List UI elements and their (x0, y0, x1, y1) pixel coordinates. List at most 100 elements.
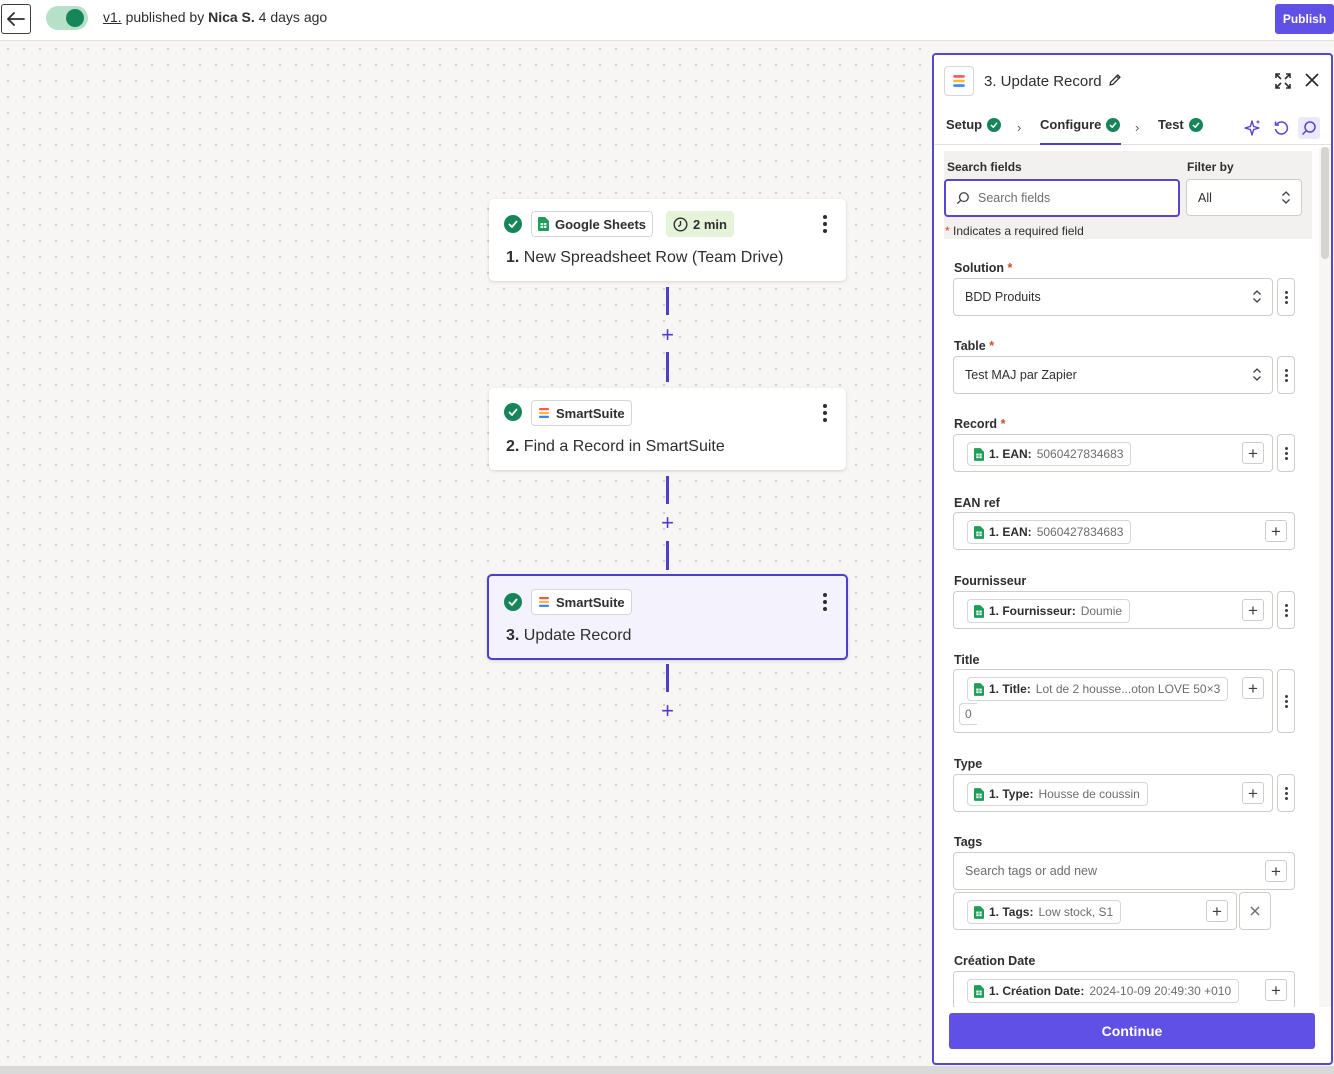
panel-scrollbar[interactable] (1319, 147, 1331, 1007)
ean-ref-field[interactable]: 1. EAN:5060427834683 + (953, 512, 1295, 550)
step-number: 3. (506, 627, 520, 644)
field-options-icon[interactable] (1277, 278, 1295, 316)
field-options-icon[interactable] (1277, 669, 1295, 733)
connector-line (666, 476, 669, 504)
step-name: Update Record (523, 627, 632, 644)
field-options-icon[interactable] (1277, 356, 1295, 394)
insert-data-plus-icon[interactable]: + (1242, 677, 1264, 699)
mapped-value-token[interactable]: 1. Fournisseur:Doumie (967, 599, 1131, 623)
mapped-value-token[interactable]: 1. Création Date:2024-10-09 20:49:30 +01… (967, 979, 1240, 1003)
remove-tag-button[interactable] (1239, 892, 1271, 930)
google-sheets-icon (974, 682, 984, 696)
insert-data-plus-icon[interactable]: + (1242, 599, 1264, 621)
publish-button[interactable]: Publish (1275, 4, 1334, 34)
top-bar: v1. published by Nica S. 4 days ago Publ… (0, 0, 1334, 41)
insert-data-plus-icon[interactable]: + (1265, 979, 1287, 1001)
check-circle-icon (987, 118, 1002, 132)
workflow-canvas[interactable]: Google Sheets 2 min 1. New Spreadsheet R… (0, 41, 932, 1066)
solution-select[interactable]: BDD Produits (953, 278, 1273, 316)
tab-configure[interactable]: Configure (1040, 117, 1121, 145)
search-fields-label: Search fields (947, 160, 1022, 174)
mapped-value-token[interactable]: 1. EAN:5060427834683 (967, 442, 1132, 466)
scrollbar-thumb[interactable] (1321, 147, 1329, 259)
updown-chevron-icon (1253, 368, 1261, 381)
table-value: Test MAJ par Zapier (965, 368, 1077, 382)
connector-line (666, 352, 669, 382)
creation-date-label: Création Date (954, 954, 1036, 968)
mapped-value-token[interactable]: 1. Title:Lot de 2 housse...oton LOVE 50×… (967, 677, 1229, 701)
step-menu-icon[interactable] (820, 402, 830, 424)
type-field[interactable]: 1. Type:Housse de coussin + (953, 774, 1273, 812)
step-editor-panel: 3. Update Record Setup › Configure › Tes… (932, 53, 1333, 1065)
field-options-icon[interactable] (1277, 434, 1295, 472)
google-sheets-icon (974, 525, 984, 539)
required-note: * Indicates a required field (945, 224, 1084, 238)
insert-data-plus-icon[interactable]: + (1265, 520, 1287, 542)
ai-sparkle-icon[interactable] (1242, 117, 1264, 139)
arrow-left-icon (7, 12, 25, 26)
app-badge-smartsuite: SmartSuite (531, 589, 632, 615)
record-label: Record * (954, 417, 1006, 431)
smartsuite-icon (944, 66, 974, 96)
add-step-plus-icon[interactable]: + (661, 321, 674, 347)
token-wrap-text: 0 (959, 703, 977, 725)
step-name: New Spreadsheet Row (Team Drive) (523, 249, 784, 266)
google-sheets-icon (974, 905, 984, 919)
insert-data-plus-icon[interactable]: + (1242, 442, 1264, 464)
creation-date-field[interactable]: 1. Création Date:2024-10-09 20:49:30 +01… (953, 971, 1295, 1007)
google-sheets-icon (974, 984, 984, 998)
title-field[interactable]: 1. Title:Lot de 2 housse...oton LOVE 50×… (953, 669, 1273, 733)
add-tag-plus-icon[interactable]: + (1265, 860, 1287, 882)
panel-body[interactable]: Search fields Filter by All * Indicates … (934, 147, 1319, 1007)
check-circle-icon (504, 403, 522, 421)
app-name: SmartSuite (556, 594, 625, 610)
add-step-plus-icon[interactable]: + (661, 697, 674, 723)
close-icon[interactable] (1304, 72, 1320, 88)
mapped-value-token[interactable]: 1. Tags:Low stock, S1 (967, 900, 1122, 924)
pencil-icon[interactable] (1108, 73, 1122, 87)
fournisseur-field[interactable]: 1. Fournisseur:Doumie + (953, 591, 1273, 629)
expand-icon[interactable] (1274, 72, 1292, 90)
filter-by-select[interactable]: All (1186, 179, 1302, 216)
continue-button[interactable]: Continue (949, 1013, 1315, 1049)
connector-line (666, 541, 669, 570)
tags-search-field[interactable]: Search tags or add new + (953, 852, 1295, 890)
add-step-plus-icon[interactable]: + (661, 509, 674, 535)
chevron-right-icon: › (1017, 120, 1022, 135)
step-menu-icon[interactable] (820, 213, 830, 235)
tab-setup[interactable]: Setup (946, 117, 1002, 145)
check-circle-icon (1188, 118, 1203, 132)
title-label: Title (954, 653, 980, 667)
back-button[interactable] (1, 4, 31, 34)
app-badge-google-sheets: Google Sheets (531, 211, 654, 237)
field-options-icon[interactable] (1277, 591, 1295, 629)
version-link[interactable]: v1. (103, 9, 122, 25)
tags-value-field[interactable]: 1. Tags:Low stock, S1 + (953, 892, 1237, 930)
google-sheets-icon (974, 604, 984, 618)
filter-by-label: Filter by (1187, 160, 1234, 174)
mapped-value-token[interactable]: 1. EAN:5060427834683 (967, 520, 1132, 544)
mapped-value-token[interactable]: 1. Type:Housse de coussin (967, 782, 1148, 806)
type-label: Type (954, 757, 983, 771)
search-fields-input[interactable] (944, 179, 1180, 217)
check-circle-icon (1106, 118, 1121, 132)
chevron-right-icon: › (1135, 120, 1140, 135)
step-card-2[interactable]: SmartSuite 2. Find a Record in SmartSuit… (489, 388, 846, 470)
step-card-3[interactable]: SmartSuite 3. Update Record (487, 574, 848, 660)
table-select[interactable]: Test MAJ par Zapier (953, 356, 1273, 394)
record-field[interactable]: 1. EAN:5060427834683 + (953, 434, 1273, 472)
refresh-icon[interactable] (1270, 117, 1292, 139)
tab-test[interactable]: Test (1158, 117, 1203, 145)
search-fields-text[interactable] (978, 191, 1168, 205)
step-card-1[interactable]: Google Sheets 2 min 1. New Spreadsheet R… (489, 199, 846, 281)
insert-data-plus-icon[interactable]: + (1206, 900, 1228, 922)
zap-on-toggle[interactable] (46, 6, 88, 30)
updown-chevron-icon (1282, 191, 1290, 204)
google-sheets-icon (538, 217, 549, 231)
search-icon[interactable] (1298, 117, 1320, 139)
tags-placeholder: Search tags or add new (965, 864, 1098, 878)
step-menu-icon[interactable] (820, 591, 830, 613)
step-title: 1. New Spreadsheet Row (Team Drive) (506, 249, 783, 267)
field-options-icon[interactable] (1277, 774, 1295, 812)
insert-data-plus-icon[interactable]: + (1242, 782, 1264, 804)
